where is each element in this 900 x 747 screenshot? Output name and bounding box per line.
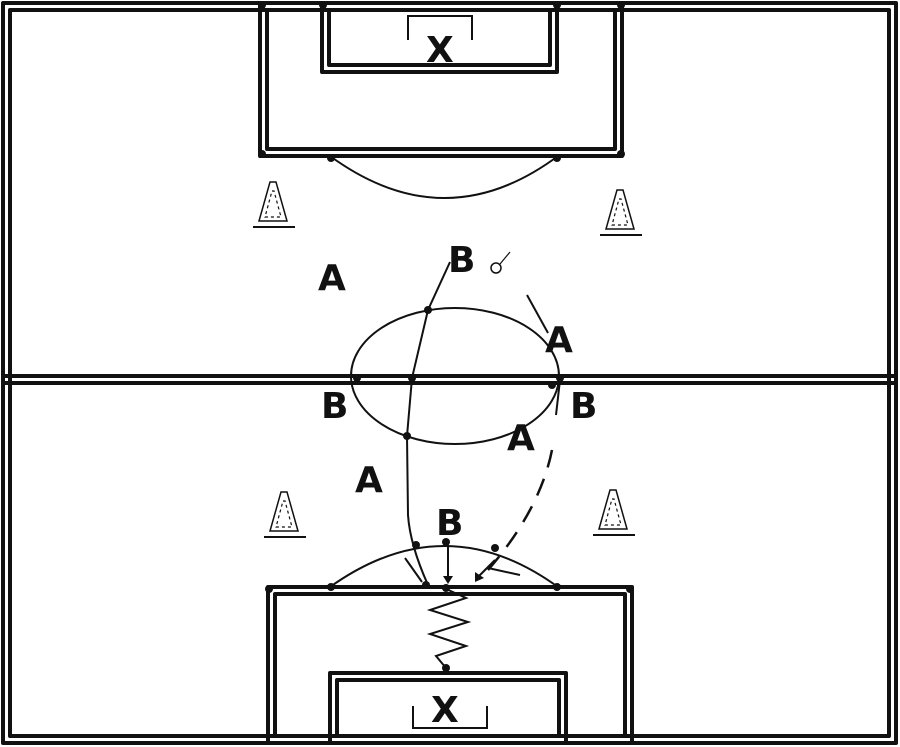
top-goal-area-outer [320,3,559,74]
top-penalty-arc [329,155,559,199]
top-penalty-area-outer [258,3,624,158]
arrow-right-tail [487,567,521,576]
marker-dot-12 [626,585,634,593]
bottom-penalty-area-inner [273,592,627,736]
path-dot-12 [442,664,450,672]
arrow-center-head [443,576,453,584]
marker-dot-6 [617,150,625,158]
player-run-path [405,261,451,586]
arrow-left [404,557,423,583]
cone-icon [253,181,295,228]
dribble-zigzag-path [426,587,472,669]
marker-dot-1 [258,1,266,9]
marker-dot-8 [553,154,561,162]
cone-icon [593,489,635,536]
path-dot-9 [491,544,499,552]
goalkeeper-top: X [426,30,454,71]
bottom-penalty-arc [329,545,559,588]
path-dot-7 [412,541,420,549]
player-a-left-lower: A [355,460,383,501]
marker-dot-7 [327,154,335,162]
path-dot-10 [422,581,430,589]
player-b-bottom: B [436,503,463,544]
marker-dot-2 [319,1,327,9]
pass-path-right [526,294,549,334]
player-a-right-upper: A [545,320,573,361]
bottom-penalty-area-outer [266,585,634,743]
pass-path-dashed [487,449,554,571]
pass-path-right-2 [555,379,561,416]
player-a-right-lower: A [507,418,535,459]
path-dot-3 [403,432,411,440]
arrow-right-head [475,572,484,582]
goalkeeper-bottom: X [431,690,459,731]
player-b-center-right: B [570,386,597,427]
path-dot-8 [442,538,450,546]
player-a-left-top: A [318,258,346,299]
marker-dot-5 [258,150,266,158]
path-dot-4 [353,374,361,382]
path-dot-6 [548,381,556,389]
ball-icon [490,251,511,274]
path-dot-11 [442,584,450,592]
top-goal [407,15,473,40]
cone-icon [600,189,642,236]
top-goal-area-inner [327,10,552,67]
goalkeeper-labels: X X [426,30,459,731]
marker-dot-3 [553,1,561,9]
marker-dot-9 [327,583,335,591]
training-cones [253,181,642,538]
path-dot-2 [408,374,416,382]
bottom-goal [412,706,488,729]
top-penalty-area-inner [265,10,617,151]
player-labels: A B A B B A A B [318,240,597,544]
player-b-top: B [448,240,475,281]
marker-dot-10 [553,583,561,591]
movement-paths [353,261,564,672]
path-dot-5 [556,374,564,382]
bottom-goal-area-outer [328,671,568,743]
player-b-center-left: B [321,386,348,427]
marker-dot-11 [265,585,273,593]
path-dot-1 [424,306,432,314]
marker-dot-4 [617,1,625,9]
bottom-goal-area-inner [335,678,561,736]
cone-icon [264,491,306,538]
pitch-boundary-inner [8,8,891,738]
arrow-right [477,559,496,578]
